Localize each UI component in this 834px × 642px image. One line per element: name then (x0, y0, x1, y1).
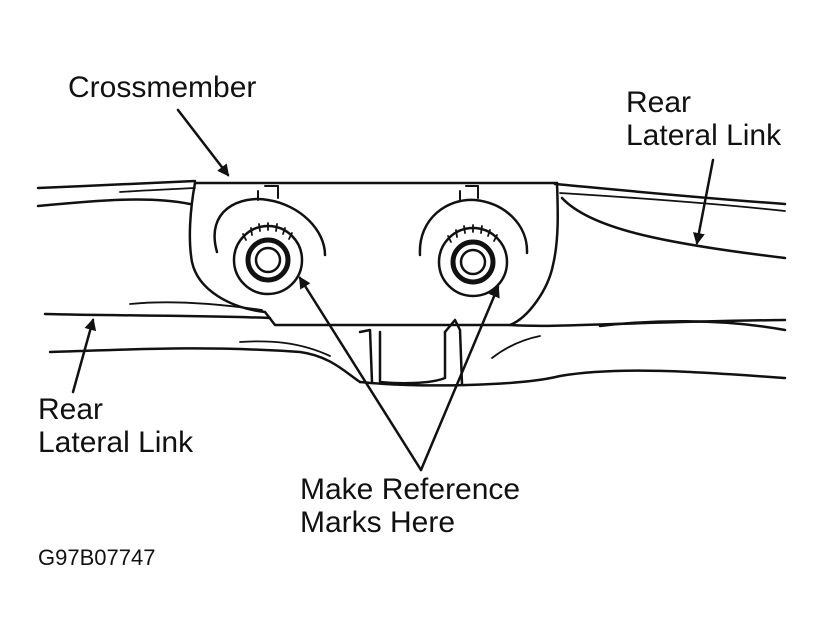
rear-lateral-link-left-label-line2: Lateral Link (38, 426, 194, 459)
leader-arrows (71, 108, 715, 472)
rear-lateral-link-upper-right (553, 182, 787, 260)
crossmember-leader (176, 108, 230, 177)
right-lateral-link-leader (693, 158, 715, 245)
figure-code: G97B07747 (38, 545, 156, 570)
right-pivot-bolt (418, 185, 529, 298)
crossmember-bracket (188, 181, 560, 327)
rear-lateral-link-left-label-line1: Rear (38, 393, 104, 426)
rear-lateral-link-right-label-line1: Rear (626, 86, 692, 119)
reference-marks-label-line2: Marks Here (300, 506, 456, 539)
rear-lateral-link-upper-left (36, 179, 197, 208)
left-pivot-bolt (213, 185, 327, 296)
reference-mark-leader-right (419, 285, 500, 472)
reference-mark-leader-left (298, 276, 423, 472)
crossmember-label: Crossmember (68, 71, 257, 104)
left-lateral-link-leader (71, 318, 97, 394)
rear-lateral-link-right-label-line2: Lateral Link (626, 119, 782, 152)
rear-lateral-link-lower (43, 301, 787, 387)
reference-marks-label-line1: Make Reference (300, 473, 521, 506)
